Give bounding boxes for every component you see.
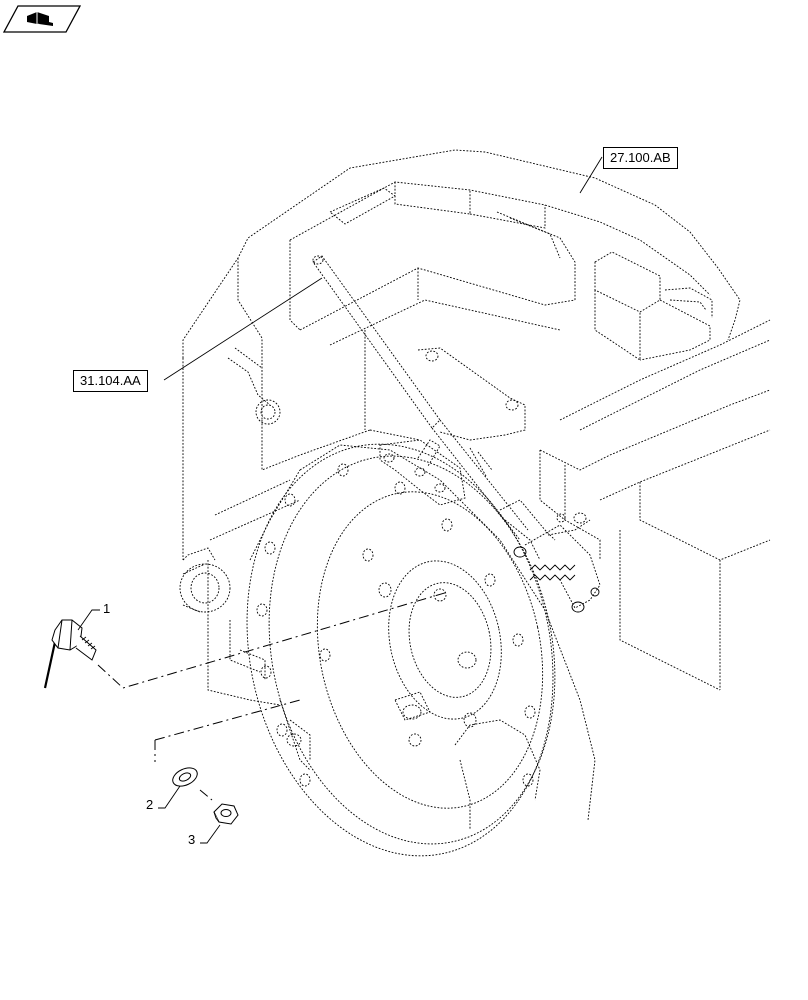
callout-1: 1 — [103, 601, 111, 616]
part-2-washer[interactable] — [170, 764, 200, 789]
reference-box-31-104-aa[interactable]: 31.104.AA — [73, 370, 148, 392]
transmission-housing — [182, 149, 771, 771]
hand-pointing-book-icon — [27, 12, 53, 26]
callout-3: 3 — [188, 832, 196, 847]
part-1-switch[interactable] — [43, 619, 97, 689]
flange-plate — [179, 443, 596, 857]
linkage-rod — [312, 255, 601, 609]
leader-lines — [77, 156, 603, 844]
spring-assembly — [513, 546, 600, 613]
nav-badge[interactable] — [2, 5, 82, 33]
callout-2: 2 — [146, 797, 154, 812]
part-3-nut[interactable] — [213, 803, 239, 825]
explosion-lines — [97, 591, 449, 801]
reference-box-27-100-ab[interactable]: 27.100.AB — [603, 147, 678, 169]
